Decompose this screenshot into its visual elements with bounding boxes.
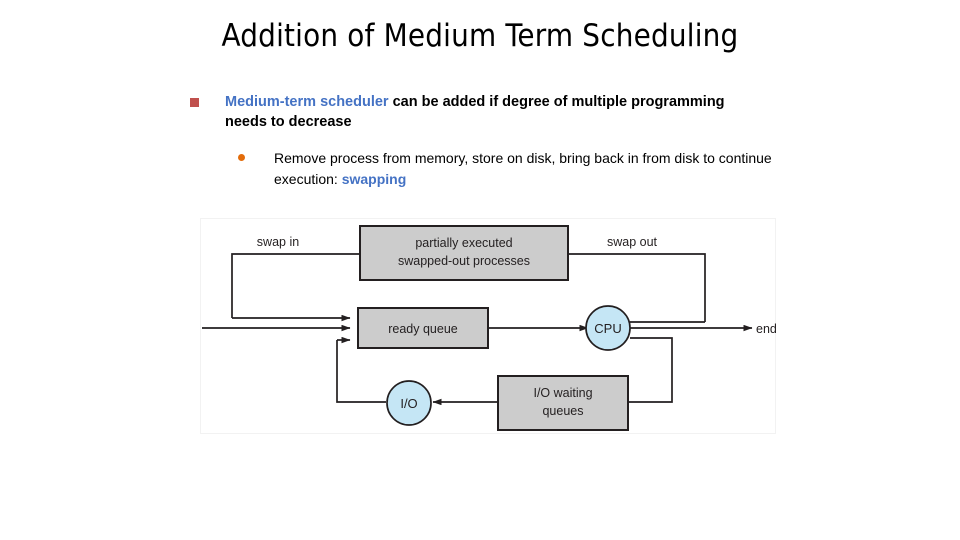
box-swapped-out-processes bbox=[359, 225, 569, 281]
bullet-1-segment-accent: Medium-term scheduler bbox=[225, 94, 389, 110]
round-bullet-icon bbox=[238, 154, 245, 161]
bullet-1-segment-rest: can be added if degree of multiple progr… bbox=[225, 94, 725, 130]
diagram-circles: CPU I/O bbox=[386, 305, 631, 426]
cpu-to-io-waiting-path bbox=[628, 337, 673, 403]
box-swapped-out-line-1: partially executed bbox=[415, 236, 512, 250]
box-ready-queue-label: ready queue bbox=[388, 322, 458, 336]
bullet-level-2: Remove process from memory, store on dis… bbox=[238, 148, 778, 190]
bullet-level-1: Medium-term scheduler can be added if de… bbox=[190, 92, 760, 132]
queueing-diagram: partially executed swapped-out processes… bbox=[200, 218, 776, 434]
box-ready-queue bbox=[357, 307, 489, 349]
label-end: end bbox=[756, 322, 776, 336]
swap-out-path bbox=[568, 253, 706, 322]
box-swapped-out-line-2: swapped-out processes bbox=[398, 254, 530, 268]
box-io-waiting-line-2: queues bbox=[542, 404, 583, 418]
circle-io bbox=[386, 380, 432, 426]
circle-cpu bbox=[585, 305, 631, 351]
swap-in-path bbox=[231, 253, 360, 318]
square-bullet-icon bbox=[190, 98, 199, 107]
io-to-ready-path bbox=[336, 340, 386, 403]
label-swap-in: swap in bbox=[257, 235, 299, 249]
box-io-waiting-queues bbox=[497, 375, 629, 431]
diagram-connectors bbox=[202, 253, 753, 406]
bullet-level-2-text: Remove process from memory, store on dis… bbox=[274, 148, 778, 190]
bullet-2-segment-accent: swapping bbox=[341, 171, 407, 187]
label-swap-out: swap out bbox=[607, 235, 658, 249]
bullet-level-1-text: Medium-term scheduler can be added if de… bbox=[225, 92, 760, 132]
page-title: Addition of Medium Term Scheduling bbox=[221, 18, 739, 54]
diagram-labels: swap in swap out end bbox=[257, 235, 776, 336]
diagram-boxes: partially executed swapped-out processes… bbox=[357, 225, 629, 431]
circle-cpu-label: CPU bbox=[594, 321, 621, 336]
circle-io-label: I/O bbox=[400, 396, 417, 411]
box-io-waiting-line-1: I/O waiting bbox=[533, 386, 592, 400]
bullet-2-segment-main: Remove process from memory, store on dis… bbox=[274, 150, 772, 187]
